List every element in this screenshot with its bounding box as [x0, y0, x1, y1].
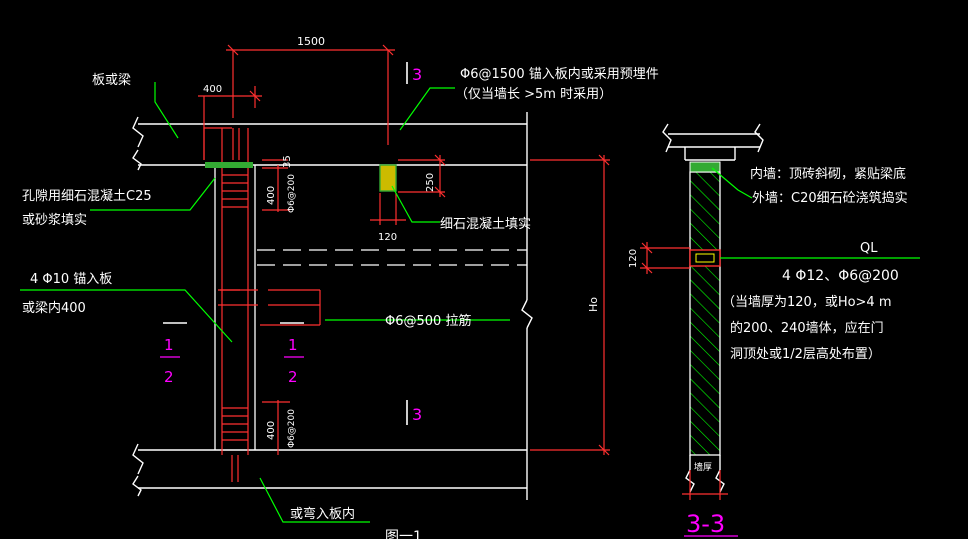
- dim-120-b: 120: [628, 249, 639, 268]
- anchor-note-line2: （仅当墙长 >5m 时采用）: [455, 87, 612, 102]
- slab-top: [132, 116, 527, 171]
- rebar-4phi10-line2: 或梁内400: [22, 300, 86, 316]
- dim-250: 250: [425, 173, 436, 192]
- section-wall-hatch: [689, 171, 721, 456]
- anchor-rebar: [198, 44, 610, 456]
- wall-right-edge: [521, 112, 533, 500]
- leader-lines: [20, 82, 510, 523]
- ql-note-line3: 洞顶处或1/2层高处布置）: [730, 346, 881, 362]
- section-leaders: [711, 167, 920, 259]
- ql-note-line2: 的200、240墙体，应在门: [730, 320, 884, 336]
- section-cut-lines: [163, 62, 408, 425]
- section-bottom-num: 3: [412, 405, 422, 424]
- section-ql: [689, 249, 721, 267]
- tie-bar-label: Φ6@500 拉筋: [385, 313, 471, 329]
- section-bottom: [685, 455, 725, 493]
- gap-fill-line2: 或砂浆填实: [22, 213, 87, 228]
- anchor-note-line1: Φ6@1500 锚入板内或采用预埋件: [460, 66, 659, 82]
- figure-caption: 图一1: [385, 529, 422, 539]
- ho-left-label: Ho: [587, 297, 600, 312]
- section-left-den: 2: [164, 368, 174, 386]
- slab-or-beam-label: 板或梁: [92, 73, 131, 88]
- section-dims: [640, 242, 728, 500]
- ql-rebar: 4 Φ12、Φ6@200: [782, 268, 899, 284]
- section-slab: [662, 123, 764, 161]
- gap-fill-strip: [205, 162, 253, 168]
- outer-wall-note: 外墙：C20细石砼浇筑捣实: [752, 190, 908, 206]
- fine-concrete-label: 细石混凝土填实: [440, 216, 531, 232]
- dim-35: 35: [282, 155, 293, 168]
- dim-1500: 1500: [297, 35, 325, 48]
- section-mid-den: 2: [288, 368, 298, 386]
- fine-concrete-block: [379, 164, 397, 192]
- dim-400-top: 400: [203, 84, 222, 95]
- dashed-lines: [257, 249, 527, 266]
- phi6-200-b: Φ6@200: [287, 409, 297, 448]
- dim-400-b: 400: [266, 421, 277, 440]
- ql-note-line1: （当墙厚为120，或Ho>4 m: [722, 295, 892, 310]
- wall-thickness-label: 墙厚: [694, 461, 712, 473]
- section-ql-inner: [695, 253, 715, 263]
- section-3-3-title: 3-3: [686, 510, 725, 538]
- gap-fill-line1: 孔隙用细石混凝土C25: [22, 188, 152, 204]
- inner-wall-note: 内墙：顶砖斜砌，紧贴梁底: [750, 166, 906, 182]
- rebar-4phi10-line1: 4 Φ10 锚入板: [30, 272, 112, 287]
- dim-120-a: 120: [378, 232, 397, 243]
- column: [214, 165, 256, 450]
- section-left-num: 1: [164, 336, 174, 354]
- ql-label: QL: [860, 241, 878, 256]
- or-bend-into-slab: 或弯入板内: [290, 506, 355, 522]
- section-top-num: 3: [412, 65, 422, 84]
- section-mid-num: 1: [288, 336, 298, 354]
- slab-bottom: [132, 443, 527, 497]
- dim-400-a: 400: [266, 186, 277, 205]
- section-top-fill: [689, 161, 721, 173]
- column-rebar: [203, 127, 321, 482]
- phi6-200-a: Φ6@200: [287, 174, 297, 213]
